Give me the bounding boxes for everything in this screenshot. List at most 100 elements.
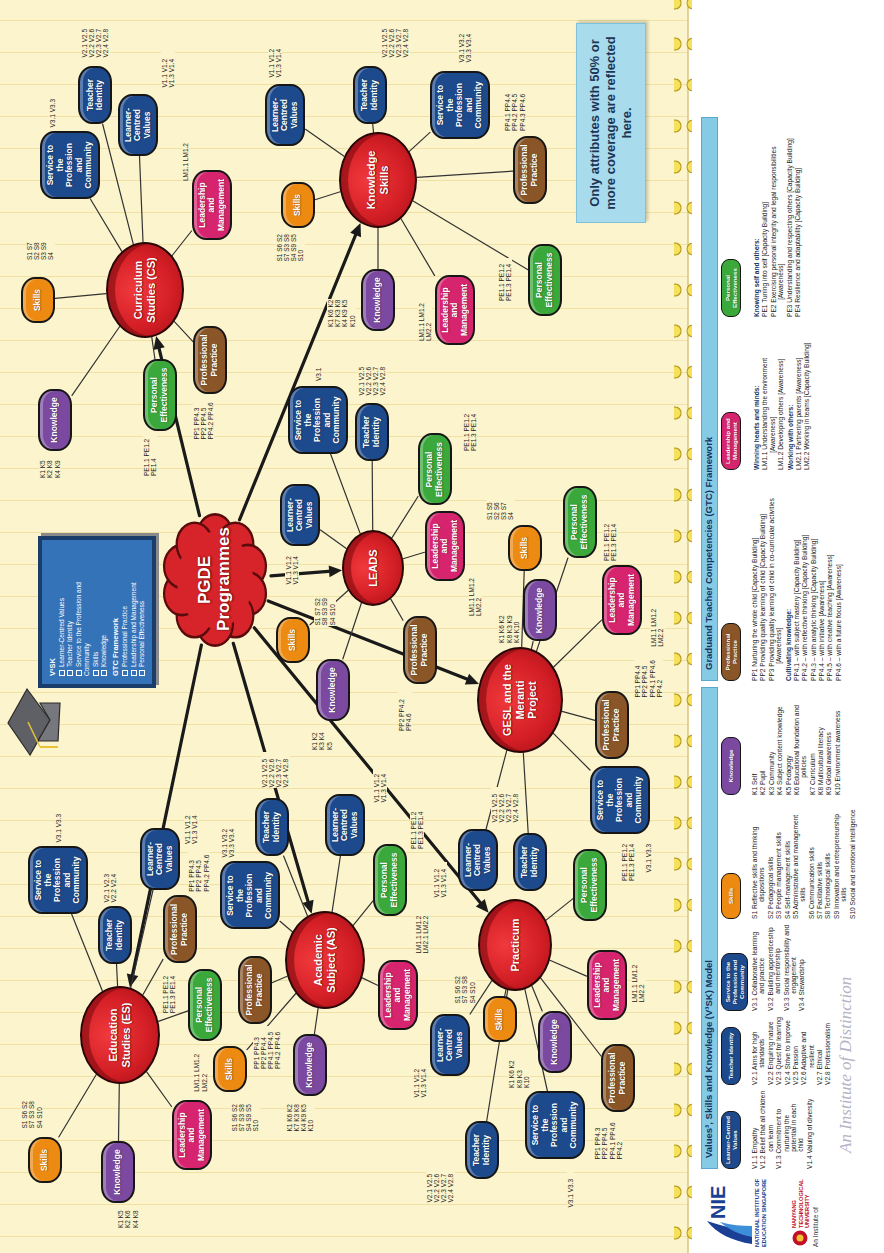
list-item: V2.3 Quest for learning xyxy=(775,1015,782,1085)
section-ribbon-text: Graduand Teacher Competencies (GTC) Fram… xyxy=(704,437,715,670)
attribute-pot-text: Service to the Profession and Community xyxy=(294,393,342,447)
legend-list: Knowing self and others:PE1 Tuning into … xyxy=(751,117,802,317)
attribute-pot-text: Professional Practice xyxy=(410,623,429,677)
attribute-pot-text: Leadership and Management xyxy=(608,572,637,628)
legend-pot-text: Knowledge xyxy=(727,741,734,791)
attribute-pot: Service to the Profession and Community xyxy=(590,766,650,834)
legend-pot-text: Service to the Profession and Community xyxy=(724,957,745,1007)
legend-pot: Knowledge xyxy=(721,737,741,795)
attribute-link xyxy=(392,497,418,538)
code-list: V1.1 V1.2 V1.3 V1.4 xyxy=(285,549,300,586)
attribute-pot-text: Knowledge xyxy=(373,276,383,324)
list-item: PP3 Providing quality learning of child … xyxy=(768,476,783,681)
attribute-pot-text: Teacher Identity xyxy=(360,73,379,117)
list-item: V1.4 Valuing of diversity xyxy=(806,1089,813,1169)
attribute-pot: Personal Effectiveness xyxy=(573,849,607,921)
list-item: S9 Innovation and entrepreneurship skill… xyxy=(833,799,848,919)
attribute-link xyxy=(417,171,513,177)
attribute-pot-text: Personal Effectiveness xyxy=(195,976,214,1034)
attribute-pot: Teacher Identity xyxy=(513,833,547,891)
attribute-pot: Skills xyxy=(28,1137,62,1183)
attribute-pot-text: Teacher Identity xyxy=(520,840,539,884)
code-list: K1 K2 K3 K4 K5 xyxy=(311,729,333,751)
list-item: LM1.1 Understanding the environment [Awa… xyxy=(761,325,776,470)
attribute-pot: Personal Effectiveness xyxy=(188,969,222,1041)
attribute-link xyxy=(403,552,424,559)
attribute-pot-text: Leadership and Management xyxy=(441,282,470,338)
attribute-pot: Knowledge xyxy=(361,269,395,331)
attribute-pot-text: Personal Effectiveness xyxy=(580,856,599,914)
attribute-pot-text: Personal Effectiveness xyxy=(425,441,444,499)
attribute-link xyxy=(315,192,340,200)
attribute-pot: Learner-Centred Values xyxy=(118,94,159,156)
list-item: PP4.6 – with a future focus [Awareness] xyxy=(835,476,842,681)
list-item: S2 Pedagogical skills xyxy=(767,799,774,919)
legend-list: S1 Reflective skills and thinking dispos… xyxy=(751,799,857,919)
attribute-pot: Service to the Profession and Community xyxy=(430,71,490,139)
legend-pot: Teacher Identity xyxy=(721,1027,741,1085)
attribute-link xyxy=(553,733,590,770)
list-item: K8 Multicultural literacy xyxy=(817,687,824,795)
attribute-link xyxy=(306,129,345,156)
legend-pot-text: Learner-Centred Values xyxy=(724,1115,738,1165)
attribute-pot: Skills xyxy=(483,997,517,1043)
hub-drum-text: LEADS xyxy=(367,541,380,594)
framework-board-text: Teacher Identity xyxy=(66,621,74,676)
note-box: Only attributes with 50% or more coverag… xyxy=(576,23,646,223)
attribute-pot: Learner-Centred Values xyxy=(430,1014,471,1076)
attribute-pot-text: Learner-Centred Values xyxy=(331,801,360,849)
code-list: V1.1 V1.2 V1.3 V1.4 xyxy=(161,52,176,89)
attribute-link xyxy=(532,986,542,1011)
list-item: S7 Facilitative skills xyxy=(816,799,823,919)
attribute-pot: Personal Effectiveness xyxy=(418,434,452,506)
attribute-pot-text: Leadership and Management xyxy=(593,957,622,1013)
code-list: V1.1 V1.2 V1.3 V1.4 xyxy=(184,808,199,845)
attribute-pot: Knowledge xyxy=(38,389,72,451)
attribute-pot: Leadership and Management xyxy=(602,565,643,635)
code-list: K1 K5 K2 K6 K4 K8 xyxy=(117,1207,139,1229)
framework-board-text: V³SK xyxy=(48,658,58,676)
attribute-link xyxy=(143,959,163,994)
attribute-pot-text: Learner-Centred Values xyxy=(436,1021,465,1069)
list-item: S10 Social and emotional intelligence xyxy=(849,799,856,919)
list-item: V3.4 Stewardship xyxy=(798,923,805,1011)
code-list: PE1.1 PE1.2 PE1.3 PE1.4 xyxy=(498,258,513,302)
attribute-pot: Learner-Centred Values xyxy=(325,794,366,856)
code-list: V1.1 V1.2 V1.3 V1.4 xyxy=(413,1062,428,1099)
attribute-pot-text: Skills xyxy=(225,1053,235,1085)
list-item: V2.7 Ethical xyxy=(816,1015,823,1085)
programme-arrow xyxy=(127,645,202,988)
code-list: LM1.1 LM1.2 LM2.2 xyxy=(193,1049,208,1093)
attribute-pot-text: Learner-Centred Values xyxy=(124,101,153,149)
framework-board-text: Professional Practice xyxy=(121,606,129,676)
list-item: V2.6 Adaptive and resilient xyxy=(800,1015,815,1085)
attribute-pot: Professional Practice xyxy=(601,1044,635,1112)
attribute-pot-text: Professional Practice xyxy=(520,143,539,197)
code-list: V2.1 V2.5 V2.2 V2.6 V2.3 V2.7 V2.4 V2.8 xyxy=(381,22,410,59)
list-item: V3.2 Building apprenticeship and mentors… xyxy=(767,923,782,1011)
list-item: LM1.2 Developing others [Awareness] xyxy=(777,325,784,470)
list-item: V2.2 Enquiring nature xyxy=(767,1015,774,1085)
attribute-pot-text: Skills xyxy=(40,1144,50,1176)
code-list: PE1.1 PE1.2 PE1.3 PE1.4 xyxy=(463,408,478,452)
attribute-pot: Skills xyxy=(213,1046,247,1092)
framework-board-text: Leadership and Management xyxy=(130,582,138,676)
list-item: V2.8 Professionalism xyxy=(824,1015,831,1085)
attribute-link xyxy=(172,231,191,256)
attribute-link xyxy=(152,337,155,359)
list-item: V2.1 Aims for high standards xyxy=(751,1015,766,1085)
attribute-pot: Professional Practice xyxy=(163,896,197,964)
code-list: V2.1 V2.5 V2.2 V2.6 V2.3 V2.7 V2.4 V2.8 xyxy=(358,360,387,397)
hub-drum-text: Knowledge Skills xyxy=(365,146,390,214)
cloud-node: PGDE Programmes xyxy=(159,513,271,647)
attribute-link xyxy=(531,642,533,649)
list-item: K3 Community xyxy=(768,687,775,795)
code-list: V3.1 V3.3 xyxy=(645,837,652,874)
code-list: S1 S6 S2 S7 S3 S8 S4 S10 xyxy=(454,975,476,1004)
logo-caption: An Institute of xyxy=(812,1207,819,1247)
attribute-pot: Leadership and Management xyxy=(587,950,628,1020)
attribute-pot: Leadership and Management xyxy=(192,170,233,240)
code-list: S1 S6 S2 S7 S3 S8 S4 S9 S5 S10 xyxy=(231,1103,260,1132)
attribute-pot: Learner-Centred Values xyxy=(458,829,499,891)
code-list: V2.1 V2.5 V2.2 V2.6 V2.3 V2.7 V2.4 V2.8 xyxy=(426,1167,455,1204)
